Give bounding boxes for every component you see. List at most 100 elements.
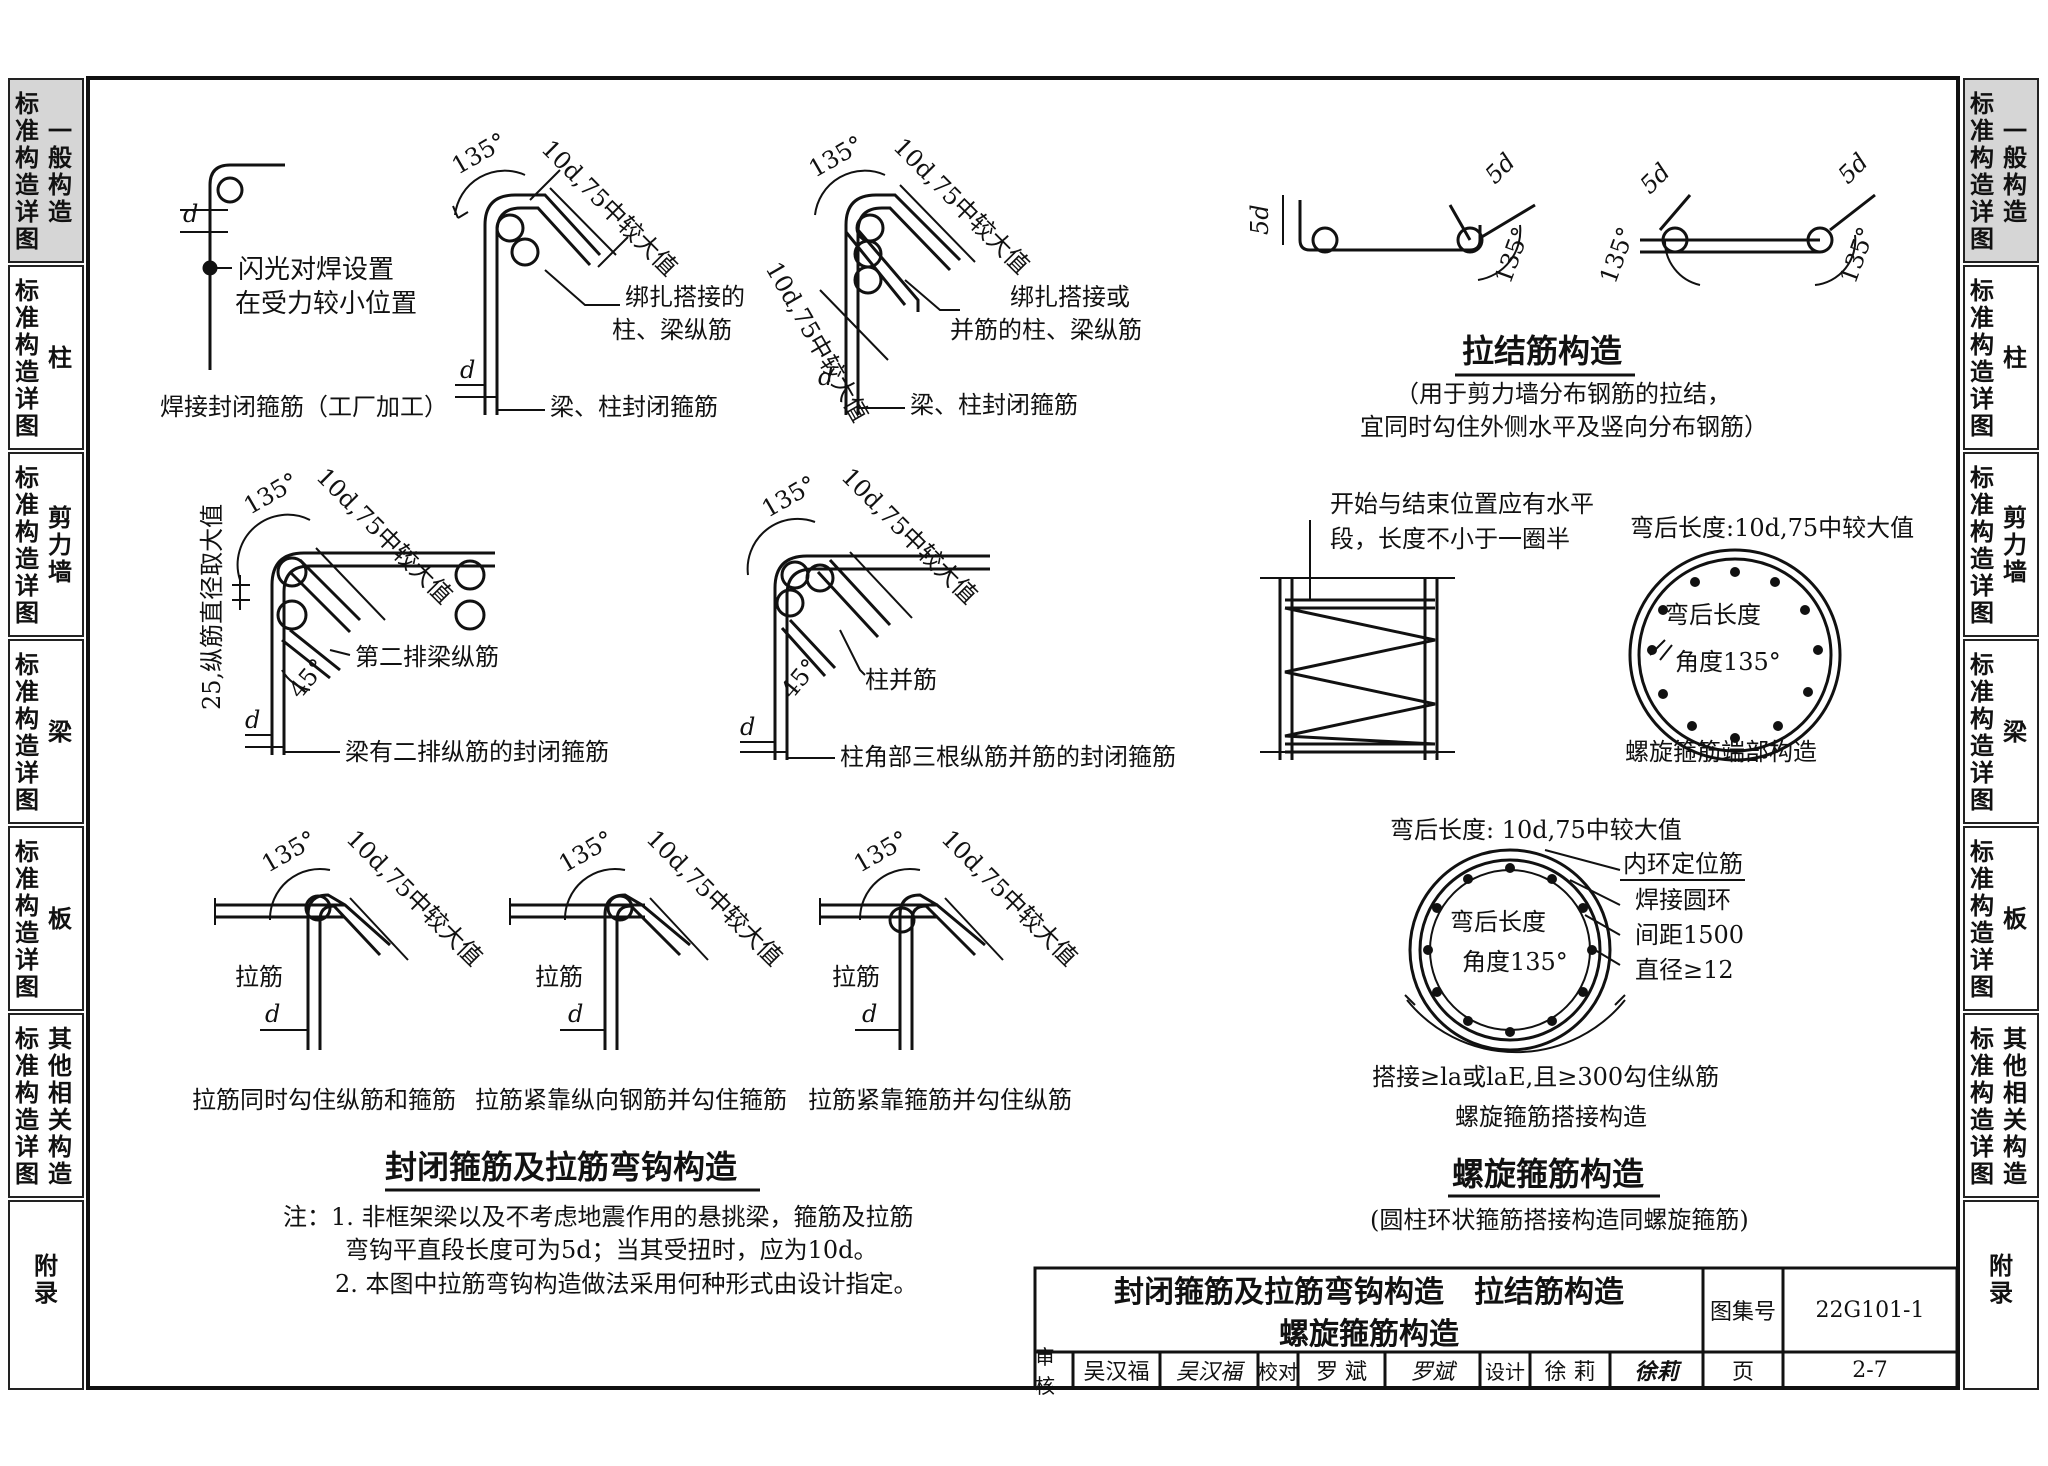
rebar-diameter-label: 25,纵筋直径取大值 xyxy=(198,504,226,710)
beam-two-rows-caption: 梁有二排纵筋的封闭箍筋 xyxy=(345,738,609,766)
bend-length-inner: 弯后长度 xyxy=(1665,601,1761,629)
spiral-end-longitudinal-bars xyxy=(1647,567,1823,743)
tie-rebar-construction: 5d 5d 135° 5d 5d 135° 135° 拉结筋构造 （用于剪力墙分… xyxy=(1246,148,1880,441)
column-corner-caption: 柱角部三根纵筋并筋的封闭箍筋 xyxy=(840,743,1176,771)
design-label: 设计 xyxy=(1485,1359,1525,1384)
hook-length-label: 10d,75中较大值 xyxy=(341,824,488,971)
closed-stirrup-bundled: 135° 10d,75中较大值 10d,75中较大值 绑扎搭接或 并筋的柱、梁纵… xyxy=(760,130,1142,427)
d-label: d xyxy=(245,706,260,734)
five-d-label: 5d xyxy=(1479,148,1520,189)
tie-bar-label: 拉筋 xyxy=(832,963,880,991)
column-corner-three-bars: 135° 10d,75中较大值 柱并筋 45° d 柱角部三根纵筋并筋的封闭箍筋 xyxy=(740,462,1176,771)
d-label: d xyxy=(265,1000,280,1028)
drawing-frame xyxy=(86,76,1960,1390)
welded-stirrup-caption: 焊接封闭箍筋（工厂加工） xyxy=(160,393,448,421)
tie-near-long-caption: 拉筋紧靠纵向钢筋并勾住箍筋 xyxy=(475,1086,787,1114)
angle-45-label: 45° xyxy=(283,653,332,704)
closed-stirrup-tied-lap: 135° 10d,75中较大值 绑扎搭接的 柱、梁纵筋 d 梁、柱封闭箍筋 xyxy=(447,127,745,421)
welded-stirrup-detail: d 闪光对焊设置 在受力较小位置 焊接封闭箍筋（工厂加工） xyxy=(160,163,448,421)
spiral-stirrup-title: 螺旋箍筋构造 xyxy=(1452,1155,1644,1193)
atlas-number-label: 图集号 xyxy=(1709,1300,1776,1325)
review-label: 审核 xyxy=(1035,1345,1055,1398)
tied-lap-label-2: 柱、梁纵筋 xyxy=(612,316,732,344)
angle-135-inner: 角度135° xyxy=(1675,648,1781,676)
bend-length-top: 弯后长度:10d,75中较大值 xyxy=(1630,514,1914,542)
tie-bar-detail-1: 135° 10d,75中较大值 拉筋 d 拉筋同时勾住纵筋和箍筋 xyxy=(192,824,488,1114)
left-tab-column-detail[interactable]: 标准构造详图柱 xyxy=(8,265,84,450)
atlas-number: 22G101-1 xyxy=(1815,1297,1925,1323)
right-tab-shear-wall[interactable]: 标准构造详图剪力墙 xyxy=(1963,452,2039,637)
column-bundled-label: 柱并筋 xyxy=(865,666,937,694)
tie-bar-label: 拉筋 xyxy=(535,963,583,991)
angle-135-label: 135° xyxy=(757,470,821,523)
right-tab-general[interactable]: 标准构造详图一般构造 xyxy=(1963,78,2039,263)
reviewer-name: 吴汉福 xyxy=(1083,1360,1150,1385)
hook-length-label: 10d,75中较大值 xyxy=(936,824,1083,971)
designer-signature: 徐莉 xyxy=(1634,1359,1679,1385)
spiral-lap-caption: 螺旋箍筋搭接构造 xyxy=(1455,1103,1647,1131)
angle-45-label: 45° xyxy=(775,653,824,704)
left-tab-shear-wall[interactable]: 标准构造详图剪力墙 xyxy=(8,452,84,637)
designer-name: 徐 莉 xyxy=(1544,1360,1596,1385)
spiral-end-caption: 螺旋箍筋端部构造 xyxy=(1625,738,1817,766)
d-label: d xyxy=(568,1000,583,1028)
right-tab-beam[interactable]: 标准构造详图梁 xyxy=(1963,639,2039,824)
spacing-label: 间距1500 xyxy=(1635,921,1744,949)
tied-or-bundled-label-1: 绑扎搭接或 xyxy=(1010,283,1130,311)
second-row-rebar-label: 第二排梁纵筋 xyxy=(355,643,499,671)
checker-name: 罗 斌 xyxy=(1316,1360,1367,1385)
d-label: d xyxy=(818,363,833,391)
tie-bar-detail-2: 135° 10d,75中较大值 拉筋 d 拉筋紧靠纵向钢筋并勾住箍筋 xyxy=(475,824,788,1114)
spiral-elevation: 开始与结束位置应有水平 段，长度不小于一圈半 xyxy=(1260,490,1594,760)
angle-135-label: 135° xyxy=(1834,223,1880,287)
five-d-label: 5d xyxy=(1832,148,1873,189)
spiral-lap-detail: 弯后长度: 10d,75中较大值 弯后长度 角度135° 内环定位筋 焊接圆环 … xyxy=(1372,816,1745,1131)
beam-column-closed-stirrup: 梁、柱封闭箍筋 xyxy=(550,393,718,421)
tie-subtitle-2: 宜同时勾住外侧水平及竖向分布钢筋） xyxy=(1360,413,1768,441)
spiral-subtitle: (圆柱环状箍筋搭接构造同螺旋箍筋) xyxy=(1370,1206,1749,1234)
inner-ring-label: 内环定位筋 xyxy=(1623,850,1743,878)
d-label: d xyxy=(183,200,198,228)
right-tab-slab[interactable]: 标准构造详图板 xyxy=(1963,826,2039,1011)
page-number: 2-7 xyxy=(1852,1357,1888,1383)
beam-column-closed-stirrup: 梁、柱封闭箍筋 xyxy=(910,391,1078,419)
title-block-lines xyxy=(1033,1266,1959,1390)
angle-135-inner: 角度135° xyxy=(1462,948,1568,976)
tied-or-bundled-label-2: 并筋的柱、梁纵筋 xyxy=(950,316,1142,344)
check-label: 校对 xyxy=(1258,1359,1298,1384)
hook-length-label: 10d,75中较大值 xyxy=(888,132,1035,279)
left-tab-general[interactable]: 标准构造详图一般构造 xyxy=(8,78,84,263)
right-tab-appendix[interactable]: 附录 xyxy=(1963,1200,2039,1390)
reviewer-signature: 吴汉福 xyxy=(1175,1360,1242,1385)
right-tab-other[interactable]: 标准构造详图其他相关构造 xyxy=(1963,1013,2039,1198)
hook-length-label: 10d,75中较大值 xyxy=(641,824,788,971)
d-label: d xyxy=(740,713,755,741)
angle-135-label: 135° xyxy=(1594,223,1640,287)
weld-ring-label: 焊接圆环 xyxy=(1635,886,1731,914)
right-tab-column-detail[interactable]: 标准构造详图柱 xyxy=(1963,265,2039,450)
left-tab-slab[interactable]: 标准构造详图板 xyxy=(8,826,84,1011)
angle-135-label: 135° xyxy=(239,467,303,520)
five-d-label: 5d xyxy=(1634,158,1675,199)
tie-construction-title: 拉结筋构造 xyxy=(1462,332,1622,370)
flash-weld-label-1: 闪光对焊设置 xyxy=(238,255,394,285)
note-2: 2. 本图中拉筋弯钩构造做法采用何种形式由设计指定。 xyxy=(335,1270,918,1298)
left-tab-beam[interactable]: 标准构造详图梁 xyxy=(8,639,84,824)
note-1a: 注：1. 非框架梁以及不考虑地震作用的悬挑梁，箍筋及拉筋 xyxy=(283,1203,914,1231)
note-1b: 弯钩平直段长度可为5d；当其受扭时，应为10d。 xyxy=(345,1236,878,1264)
angle-135-label: 135° xyxy=(1489,223,1535,287)
bend-length-mid: 弯后长度: 10d,75中较大值 xyxy=(1390,816,1682,844)
left-tab-appendix[interactable]: 附录 xyxy=(8,1200,84,1390)
spiral-start-label-2: 段，长度不小于一圈半 xyxy=(1330,525,1570,553)
hook-length-label: 10d,75中较大值 xyxy=(311,462,458,609)
angle-135-label: 135° xyxy=(447,127,511,180)
tie-subtitle-1: （用于剪力墙分布钢筋的拉结， xyxy=(1395,380,1731,408)
left-tab-other[interactable]: 标准构造详图其他相关构造 xyxy=(8,1013,84,1198)
checker-signature: 罗斌 xyxy=(1410,1360,1455,1385)
lap-length-label: 搭接≥la或laE,且≥300勾住纵筋 xyxy=(1372,1063,1719,1091)
tie-bar-detail-3: 135° 10d,75中较大值 拉筋 d 拉筋紧靠箍筋并勾住纵筋 xyxy=(808,824,1083,1114)
closed-stirrup-title: 封闭箍筋及拉筋弯钩构造 xyxy=(385,1148,737,1186)
tie-both-caption: 拉筋同时勾住纵筋和箍筋 xyxy=(192,1086,456,1114)
d-label: d xyxy=(460,356,475,384)
